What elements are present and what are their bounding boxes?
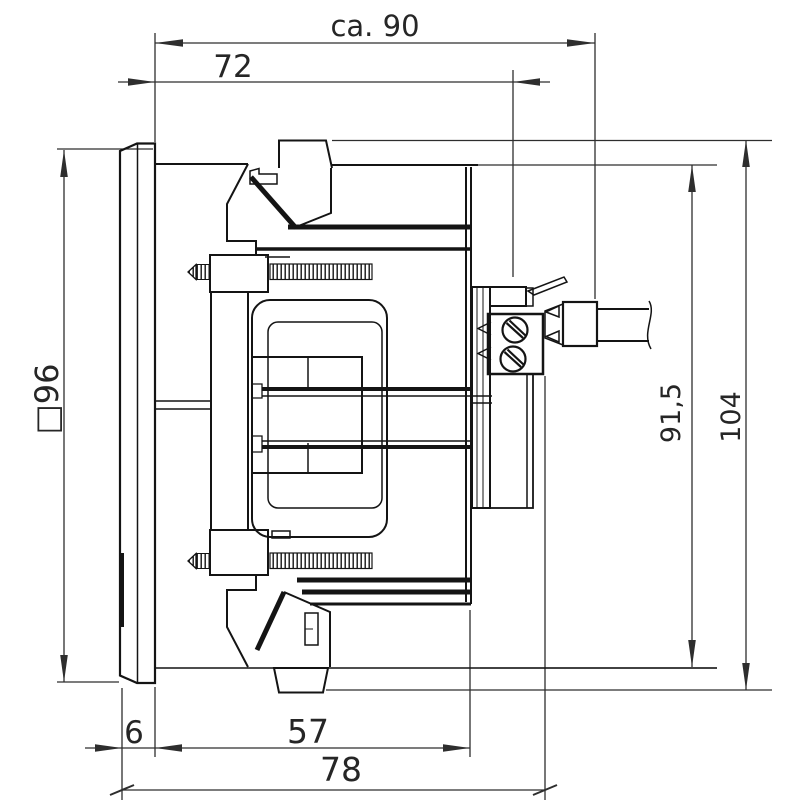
terminal-block: [471, 276, 569, 509]
top-clamp-screw: [187, 262, 373, 282]
bottom-mounting-clamp: [226, 575, 331, 694]
dim-label-depth-behind-panel: 72: [213, 49, 252, 85]
dim-label-front-frame: □96: [28, 364, 66, 435]
device-outline: [118, 139, 717, 694]
cable-break-symbol: [646, 300, 653, 350]
dimension-overall-depth: [154, 33, 596, 299]
top-clamp-wedge-face: [249, 175, 298, 230]
bottom-screw-thread: [269, 552, 373, 570]
coil-window: [251, 299, 471, 539]
dim-label-case-depth: 57: [287, 712, 329, 751]
bottom-clamp-screw: [187, 551, 373, 571]
cable-assembly: [544, 300, 653, 350]
dimension-depth-incl-terminals: [109, 376, 558, 800]
terminal-screw-2: [499, 345, 527, 373]
dim-label-overall-depth: ca. 90: [330, 9, 419, 43]
dimension-height-over-clamps: [326, 139, 772, 691]
top-screw-thread: [269, 263, 373, 281]
dimension-front-frame: [57, 148, 153, 683]
dimension-lines: [57, 33, 772, 800]
bottom-clamp-foot: [272, 667, 330, 694]
front-bezel: [118, 142, 157, 685]
dim-label-depth-incl-terminals: 78: [320, 750, 362, 789]
dim-label-frame-thickness: 6: [124, 715, 144, 751]
cable-funnel: [544, 302, 564, 347]
top-clamp-hook: [249, 167, 278, 185]
dim-label-case-height: 91,5: [656, 383, 687, 443]
cable-gland: [561, 300, 599, 348]
terminal-lever: [526, 276, 569, 296]
dim-label-height-over-clamps: 104: [716, 391, 747, 443]
bottom-clamp-wedge-face: [254, 590, 287, 652]
terminal-screw-1: [501, 316, 529, 344]
dimension-frame-and-case-depth: [85, 610, 471, 800]
terminal-screw-block: [486, 312, 545, 376]
top-mounting-clamp: [226, 139, 333, 255]
dimension-depth-behind-panel: [118, 70, 550, 277]
case-body: [155, 163, 717, 669]
top-clamp-foot: [278, 139, 333, 169]
